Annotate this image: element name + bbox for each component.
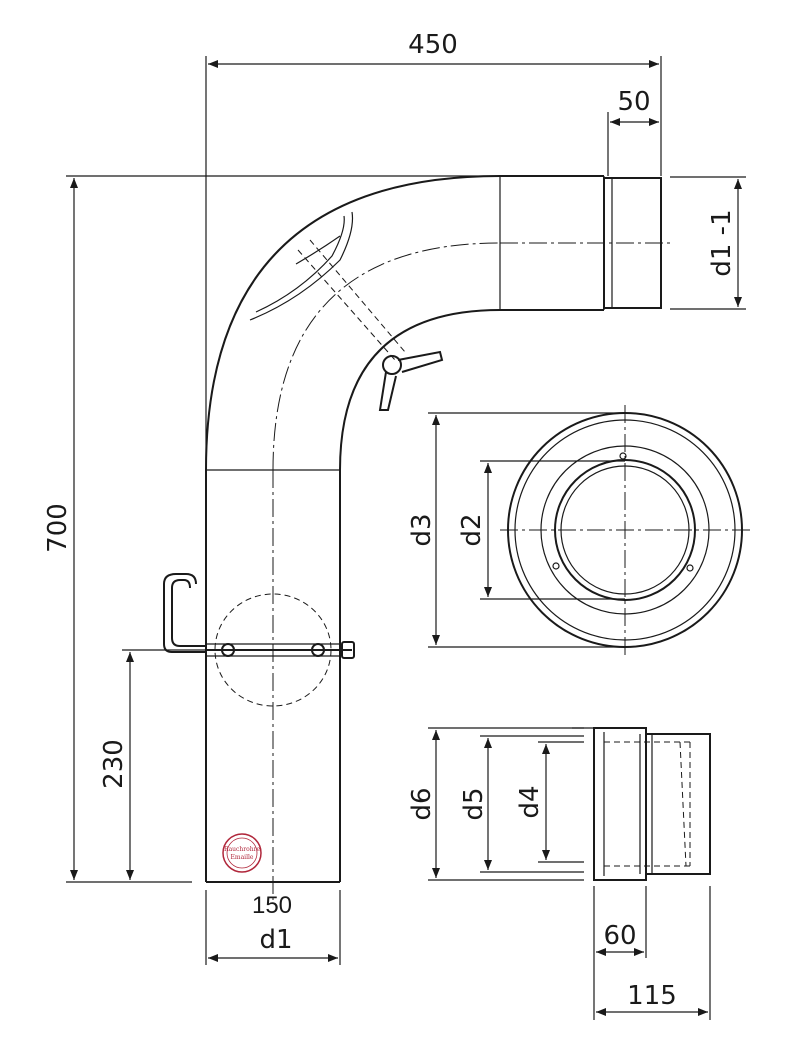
elbow-pipe: Rauchrohre Emaille	[163, 175, 670, 900]
stamp-line2: Emaille	[231, 854, 254, 861]
dim-adapter-inner: d4	[515, 785, 545, 818]
elbow-dimensions: 450 50 d1 -1 700 230 150 d1	[43, 30, 746, 965]
dim-adapter-outer: d6	[407, 787, 437, 820]
manufacturer-stamp: Rauchrohre Emaille	[222, 833, 262, 873]
dim-outlet-diameter: d1 -1	[707, 209, 737, 276]
dim-outlet-length: 50	[617, 87, 650, 117]
wing-nut-icon	[378, 350, 444, 411]
dim-flange-outer: d3	[407, 513, 437, 546]
adapter-side-view: d6 d5 d4 60 115	[407, 727, 711, 1020]
dim-overall-width: 450	[408, 30, 458, 60]
dim-flange-inner: d2	[457, 513, 487, 546]
stamp-line1: Rauchrohre	[224, 846, 261, 853]
dim-tube-diameter: d1	[259, 925, 292, 955]
flange-front-view: d3 d2	[407, 405, 752, 655]
damper-valve	[163, 573, 355, 707]
dim-tube-width: 150	[252, 892, 292, 919]
dim-damper-height: 230	[99, 739, 129, 789]
dim-adapter-long: 115	[627, 981, 677, 1011]
dim-overall-height: 700	[43, 503, 73, 553]
dim-adapter-short: 60	[603, 921, 636, 951]
dim-adapter-mid: d5	[459, 787, 489, 820]
